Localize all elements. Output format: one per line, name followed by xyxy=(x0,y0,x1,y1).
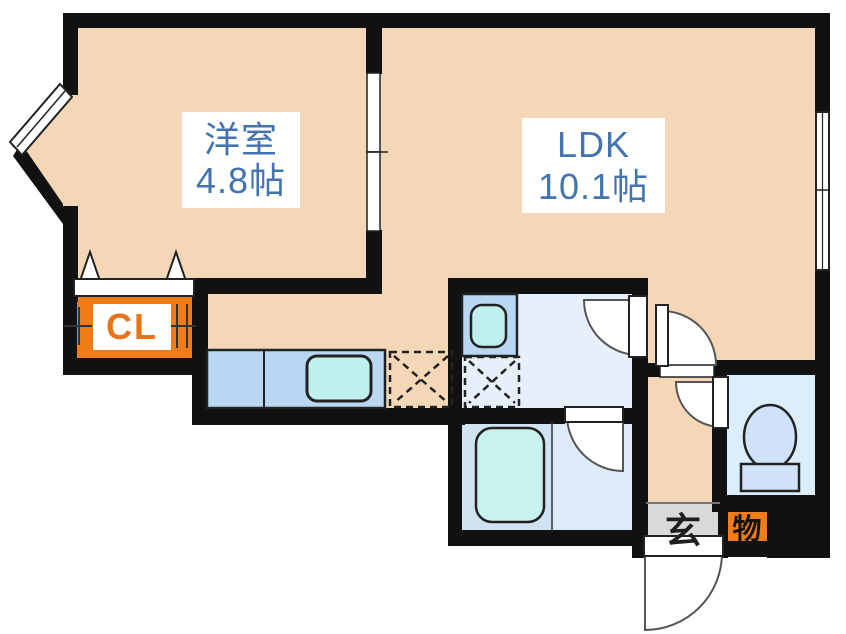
sliding-door-panel-upper xyxy=(366,72,381,153)
folding-closet-door-icon xyxy=(73,278,195,297)
entrance-door-swing xyxy=(644,552,724,632)
wall-hall-bath xyxy=(632,378,648,558)
toilet-bowl-icon xyxy=(742,403,798,471)
wall-toilet-top xyxy=(712,360,830,375)
wall-bay-lower xyxy=(13,143,63,224)
washbasin-bowl-icon xyxy=(469,303,508,349)
refrigerator-outline xyxy=(388,350,454,409)
wall-washroom-left xyxy=(448,278,462,546)
ldk-label: LDK 10.1帖 xyxy=(522,118,665,213)
bay-window-mullion xyxy=(16,90,66,148)
kitchen-sink-icon xyxy=(305,354,373,403)
entrance-label-text: 玄 xyxy=(664,510,701,551)
wall-washroom-top xyxy=(448,278,648,294)
wall-closet-left xyxy=(63,295,77,375)
wall-closet-bottom xyxy=(63,358,208,375)
wall-left-upper xyxy=(63,13,78,95)
bathtub-icon xyxy=(474,426,546,524)
wall-kitchen-bottom xyxy=(192,408,465,425)
toilet-door-leaf xyxy=(712,376,729,429)
wall-partition-top xyxy=(366,28,382,74)
closet-label: CL xyxy=(93,304,171,350)
washing-machine-outline xyxy=(463,355,521,409)
western-room-size: 4.8帖 xyxy=(195,160,287,201)
ldk-size: 10.1帖 xyxy=(537,165,650,207)
washing-machine-x1 xyxy=(468,360,516,404)
wall-bathroom-bottom xyxy=(448,530,648,546)
storage-fill xyxy=(727,510,767,543)
doors xyxy=(564,295,729,632)
closet-symbols xyxy=(64,248,196,348)
washing-machine-space-icon xyxy=(463,355,521,409)
wall-western-room-bottom xyxy=(190,278,382,294)
wall-bath-divider-left xyxy=(462,408,565,424)
entrance-door-leaf xyxy=(643,535,724,557)
wall-kitchen-left xyxy=(192,294,208,425)
refrigerator-space-icon xyxy=(388,350,454,409)
bay-window-floor xyxy=(16,90,70,214)
hallway-door-leaf xyxy=(655,304,669,367)
storage-label: 物 xyxy=(727,510,767,546)
wall-hall-door-stub xyxy=(632,363,662,377)
entrance-label: 玄 xyxy=(646,503,720,553)
storage-label-text: 物 xyxy=(732,513,762,546)
sliding-door-panel-lower xyxy=(366,151,381,232)
fixtures xyxy=(205,292,801,532)
bathroom-door-leaf xyxy=(564,406,624,423)
western-room-label: 洋室 4.8帖 xyxy=(182,112,300,208)
wall-partition-bottom xyxy=(366,230,382,294)
wall-top xyxy=(63,13,830,28)
windows-and-sliders xyxy=(8,72,830,271)
ldk-name: LDK xyxy=(556,124,631,166)
western-room-name: 洋室 xyxy=(203,118,278,160)
closet-label-text: CL xyxy=(106,306,158,348)
wall-storage-left xyxy=(718,497,728,558)
washroom-door-leaf xyxy=(628,295,648,358)
washing-machine-x2 xyxy=(468,360,516,404)
wall-hall-stub-top xyxy=(632,278,648,300)
toilet-tank-icon xyxy=(739,462,801,493)
